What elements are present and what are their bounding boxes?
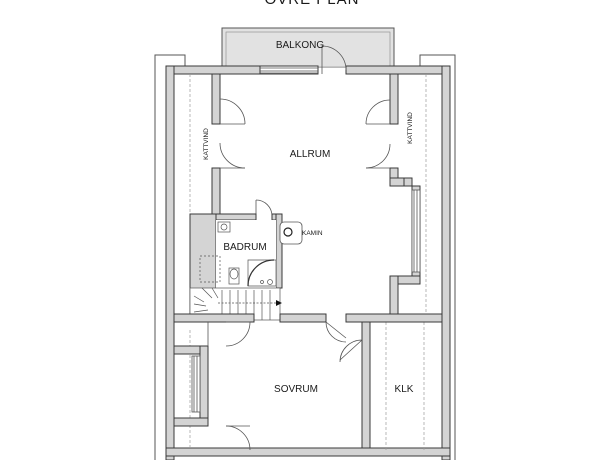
roof-outline bbox=[154, 54, 456, 460]
badrum-fixtures bbox=[199, 221, 277, 287]
mid-wall bbox=[173, 313, 443, 449]
label-balkong: BALKONG bbox=[276, 40, 325, 51]
kamin bbox=[279, 221, 303, 245]
sovrum-window bbox=[191, 355, 201, 413]
balcony bbox=[221, 27, 395, 68]
kattvind-left-walls bbox=[211, 73, 221, 217]
right-window bbox=[411, 189, 421, 273]
label-allrum: ALLRUM bbox=[290, 149, 331, 160]
label-klk: KLK bbox=[395, 384, 414, 395]
label-kattvind-right: KATTVIND bbox=[407, 112, 414, 144]
label-badrum: BADRUM bbox=[223, 242, 266, 253]
plan-title: ÖVRE PLAN bbox=[265, 0, 360, 8]
sovrum-door-swings bbox=[207, 321, 363, 451]
top-window bbox=[260, 67, 318, 74]
label-sovrum: SOVRUM bbox=[274, 384, 318, 395]
label-kattvind-left: KATTVIND bbox=[203, 128, 210, 160]
badrum-floor bbox=[216, 220, 276, 288]
label-kamin: KAMIN bbox=[302, 230, 323, 237]
